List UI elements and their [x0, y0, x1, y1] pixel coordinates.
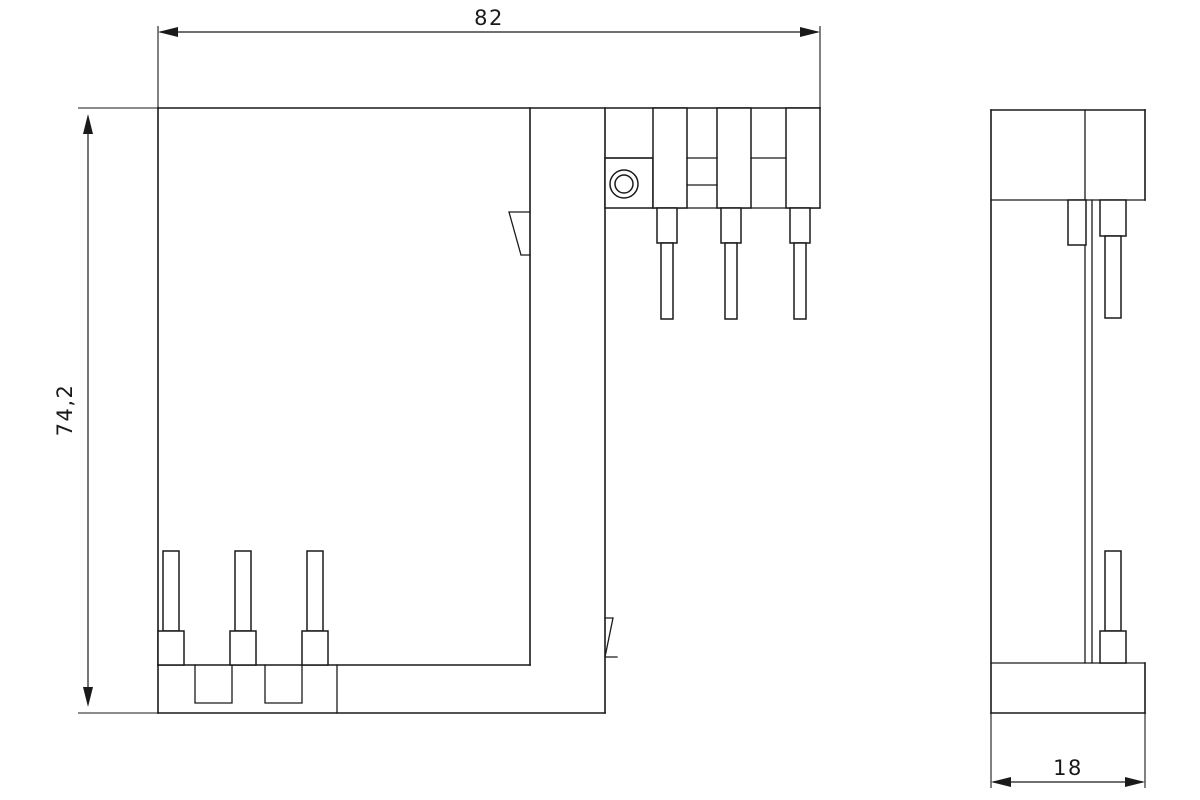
dimension-overall-height: 74,2 [53, 107, 158, 714]
side-upper-pin-collar [1099, 199, 1127, 237]
upper-pin-3-shaft [793, 242, 807, 320]
side-lower-pin-shaft [1104, 550, 1122, 632]
lower-pin-1-collar [157, 630, 185, 666]
upper-terminal-3-body [785, 107, 821, 209]
lower-pin-1-shaft [162, 550, 180, 632]
lower-pin-2 [229, 550, 257, 666]
height-arrow-bottom [83, 687, 93, 707]
width-arrow-left [158, 27, 178, 37]
depth-arrow-right [1125, 777, 1145, 787]
width-arrow-right [800, 27, 820, 37]
lower-pin-3 [301, 550, 329, 666]
terminal-screw-slot [614, 174, 634, 194]
terminal-bridge-1 [686, 157, 718, 186]
side-lower-pin-collar [1099, 630, 1127, 664]
upper-terminal-1-body [652, 107, 688, 209]
upper-terminal-3 [785, 107, 821, 320]
base-slot-group [194, 664, 338, 714]
side-upper-pin [1099, 199, 1127, 319]
upper-latch-notch [508, 211, 531, 256]
dimension-overall-width: 82 [157, 6, 821, 108]
side-upper-pin-shaft [1104, 235, 1122, 319]
lower-pin-3-collar [301, 630, 329, 666]
lower-pin-group [157, 550, 329, 666]
lower-pin-2-collar [229, 630, 257, 666]
side-upper-block [1067, 199, 1087, 246]
lower-pin-2-shaft [234, 550, 252, 632]
upper-pin-2-collar [720, 207, 742, 244]
base-slot-2 [264, 664, 303, 704]
height-arrow-top [83, 114, 93, 134]
dimension-depth: 18 [990, 713, 1146, 788]
upper-pin-1-collar [656, 207, 678, 244]
height-dim-value: 74,2 [53, 384, 77, 437]
upper-terminal-2-body [716, 107, 752, 209]
upper-terminal-2 [716, 107, 752, 320]
upper-pin-1-shaft [660, 242, 674, 320]
lower-latch-notch [604, 617, 618, 658]
side-view [990, 109, 1146, 714]
upper-pin-2-shaft [724, 242, 738, 320]
lower-pin-3-shaft [306, 550, 324, 632]
base-slot-1 [194, 664, 233, 704]
width-dim-value: 82 [474, 6, 504, 30]
front-view [157, 107, 821, 714]
side-lower-pin [1099, 550, 1127, 664]
terminal-block-assembly [604, 107, 821, 320]
lower-pin-1 [157, 550, 185, 666]
upper-pin-3-collar [789, 207, 811, 244]
depth-dim-value: 18 [1053, 756, 1083, 780]
upper-terminal-1 [652, 107, 688, 320]
depth-arrow-left [991, 777, 1011, 787]
